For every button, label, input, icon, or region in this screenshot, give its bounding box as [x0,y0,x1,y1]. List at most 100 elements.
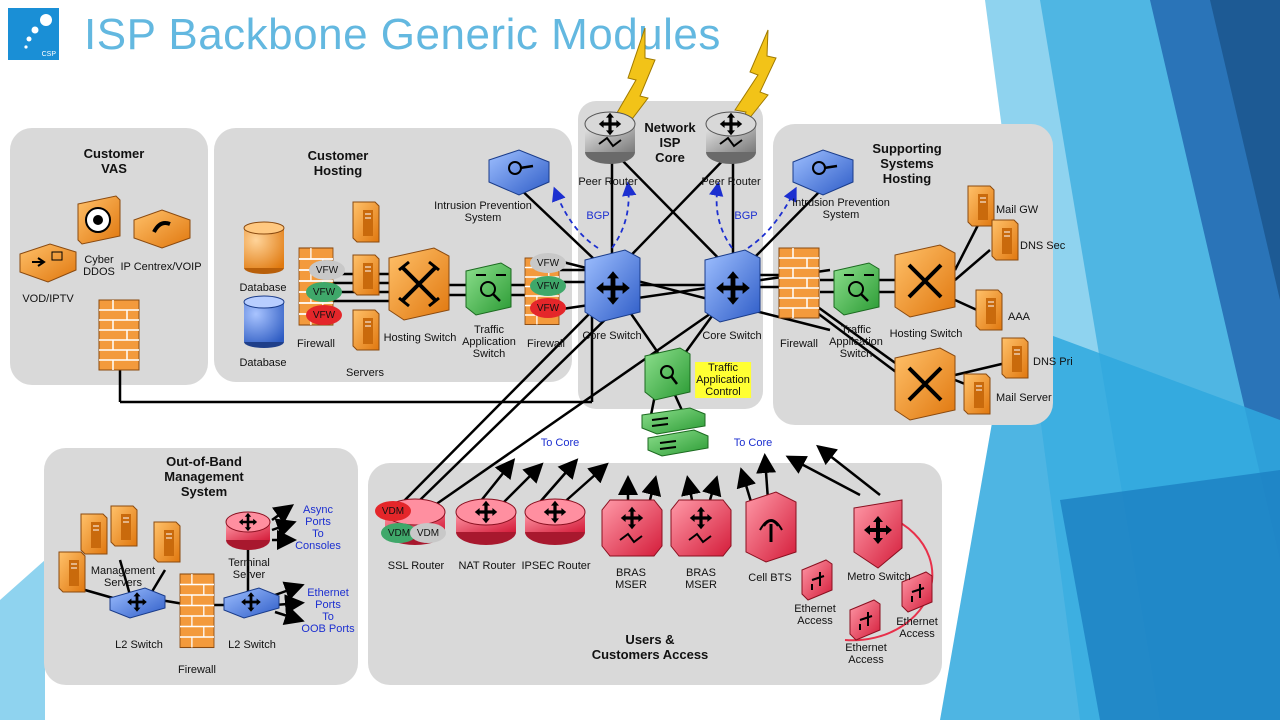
vfw-label: VFW [312,287,336,298]
ipsec-router-icon [524,498,586,545]
hosting-switch-right-icon [894,244,956,318]
vdm-label: VDM [387,528,411,539]
l2-switch-label: L2 Switch [228,639,276,651]
mail-gw-server-icon [967,185,995,227]
zone-network-core [578,101,763,409]
vod-iptv-icon [19,243,77,283]
dns-sec-label: DNS Sec [1020,240,1066,252]
aaa-server-icon [975,289,1003,331]
cell-bts-icon [745,491,797,563]
bgp-label: BGP [734,210,758,222]
server-icon [352,309,380,351]
to-core-label: To Core [733,437,773,449]
vfw-label: VFW [315,265,339,276]
ips-right-icon [792,149,854,196]
peer-router-left-icon [584,111,636,164]
metro-switch-label: Metro Switch [847,571,911,583]
vfw-badge [306,260,345,325]
nat-router-icon [455,498,517,545]
bgp-label: BGP [586,210,610,222]
terminal-server-icon [225,511,271,550]
firewall-label: Firewall [297,338,335,350]
l2-switch-label: L2 Switch [115,639,163,651]
ssl-router-label: SSL Router [387,560,445,572]
hosting-switch-label: Hosting Switch [383,332,457,344]
bras-mser-icon [601,499,663,557]
management-server-icon [80,513,108,555]
arrow-links [271,444,881,625]
mail-server-label: Mail Server [996,392,1052,404]
vdm-badge [375,501,446,543]
bgp-links [552,181,797,249]
vas-firewall-icon [98,299,140,371]
tas-right-icon [833,262,880,316]
l2-switch-right-icon [223,587,280,619]
page-title: ISP Backbone Generic Modules [84,10,721,59]
core-switch-label: Core Switch [702,330,762,342]
server-icon [352,201,380,243]
servers-label: Servers [346,367,384,379]
management-server-icon [153,521,181,563]
logo-text: CSP [41,51,56,58]
vfw-label: VFW [312,310,336,321]
hosting-switch-label: Hosting Switch [889,328,963,340]
ip-centrex-icon [133,209,191,249]
mail-gw-label: Mail GW [996,204,1039,216]
cell-bts-label: Cell BTS [748,572,792,584]
database-icon [243,221,285,274]
hosting-switch-left-icon [388,247,450,321]
peer-router-right-icon [705,111,757,164]
to-core-label: To Core [540,437,580,449]
peer-router-label: Peer Router [701,176,761,188]
mail-server-icon [963,373,991,415]
zone-customer-vas [10,128,208,385]
vfw-label: VFW [536,258,560,269]
green-switch-stack-icon [641,407,709,457]
ipcentrex-label: IP Centrex/VOIP [120,261,202,273]
database-label: Database [239,357,287,369]
nat-router-label: NAT Router [458,560,516,572]
vdm-label: VDM [416,528,440,539]
l2-switch-left-icon [109,587,166,619]
tas-left-icon [465,262,512,316]
vfw-label: VFW [536,281,560,292]
server-icon [352,254,380,296]
database-icon [243,295,285,348]
management-server-icon [58,551,86,593]
core-switch-right-icon [704,249,761,323]
firewall-label: Firewall [527,338,565,350]
vdm-label: VDM [381,506,405,517]
firewall-label: Firewall [178,664,216,676]
ethernet-access-icon [849,599,881,641]
vod-label: VOD/IPTV [22,293,74,305]
database-label: Database [239,282,287,294]
traffic-application-control-icon [644,347,691,401]
bras-mser-icon [670,499,732,557]
peer-router-label: Peer Router [578,176,638,188]
core-switch-left-icon [584,249,641,323]
supporting-firewall-icon [778,247,820,319]
firewall-label: Firewall [780,338,818,350]
ethernet-access-icon [801,559,833,601]
logo-dots-icon [24,14,52,49]
vfw-label: VFW [536,303,560,314]
